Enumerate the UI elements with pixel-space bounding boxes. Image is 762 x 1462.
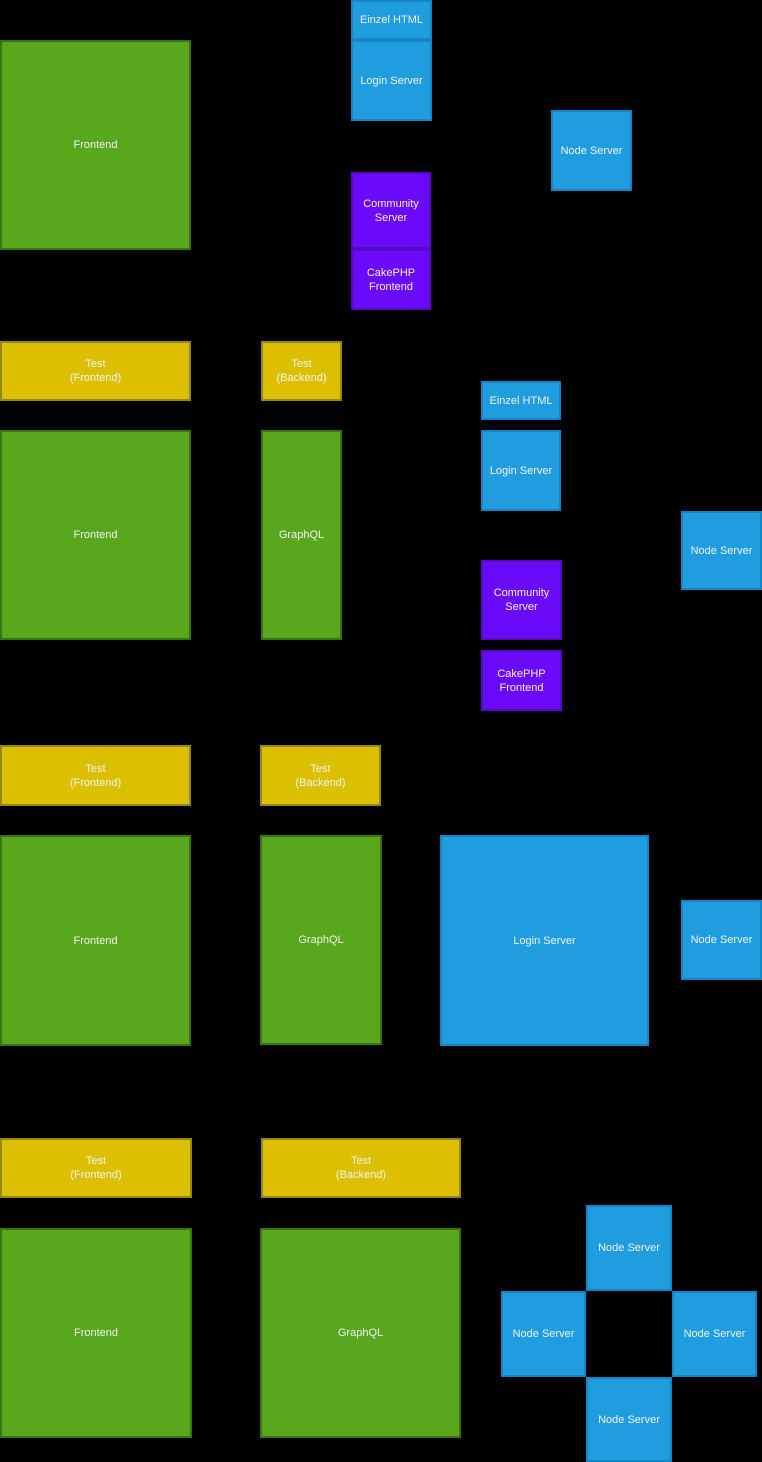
block-label: Frontend (73, 139, 118, 151)
block-node-server-4-bottom[interactable]: Node Server (586, 1377, 672, 1462)
block-label: GraphQL (337, 1327, 384, 1339)
block-test-frontend-2[interactable]: Test (Frontend) (0, 341, 191, 401)
block-frontend-1[interactable]: Frontend (0, 40, 191, 250)
block-label: Community Server (363, 197, 419, 224)
block-label: Node Server (690, 544, 753, 557)
block-node-server-1[interactable]: Node Server (551, 110, 632, 191)
block-graphql-3[interactable]: GraphQL (260, 835, 382, 1045)
block-label: Einzel HTML (489, 394, 553, 407)
block-label: GraphQL (298, 934, 344, 946)
block-test-frontend-3[interactable]: Test (Frontend) (0, 745, 191, 806)
block-label: CakePHP Frontend (497, 667, 546, 694)
block-label: GraphQL (278, 529, 325, 541)
block-label: Frontend (73, 529, 118, 541)
block-label: Test (Frontend) (69, 358, 122, 384)
block-frontend-3[interactable]: Frontend (0, 835, 191, 1046)
block-node-server-4-right[interactable]: Node Server (672, 1291, 757, 1377)
block-node-server-2[interactable]: Node Server (681, 511, 762, 590)
block-label: Login Server (513, 934, 576, 947)
block-test-backend-4[interactable]: Test (Backend) (261, 1138, 461, 1198)
block-label: Test (Frontend) (70, 1155, 122, 1181)
block-label: Node Server (598, 1413, 660, 1426)
block-label: Community Server (493, 587, 550, 613)
block-node-server-3[interactable]: Node Server (681, 900, 762, 980)
block-login-server-1[interactable]: Login Server (351, 40, 432, 121)
block-node-server-4-left[interactable]: Node Server (501, 1291, 586, 1377)
block-label: Einzel HTML (360, 14, 423, 26)
block-label: Test (Frontend) (69, 762, 122, 789)
block-cakephp-frontend-2[interactable]: CakePHP Frontend (481, 650, 562, 711)
block-cakephp-frontend-1[interactable]: CakePHP Frontend (351, 249, 431, 310)
block-community-server-1[interactable]: Community Server (351, 172, 431, 249)
block-label: Test (Backend) (335, 1155, 387, 1181)
block-label: Test (Backend) (295, 762, 346, 789)
block-label: CakePHP Frontend (366, 266, 416, 293)
block-label: Node Server (560, 144, 623, 157)
block-label: Node Server (598, 1242, 660, 1254)
block-login-server-3[interactable]: Login Server (440, 835, 649, 1046)
block-graphql-2[interactable]: GraphQL (261, 430, 342, 640)
block-test-backend-3[interactable]: Test (Backend) (260, 745, 381, 806)
block-label: Node Server (512, 1328, 575, 1340)
block-label: Frontend (73, 1327, 119, 1339)
block-graphql-4[interactable]: GraphQL (260, 1228, 461, 1438)
block-login-server-2[interactable]: Login Server (481, 430, 561, 511)
block-einzel-html-2[interactable]: Einzel HTML (481, 381, 561, 420)
block-community-server-2[interactable]: Community Server (481, 560, 562, 640)
block-label: Test (Backend) (276, 358, 327, 384)
block-label: Login Server (360, 74, 423, 87)
block-label: Frontend (73, 934, 118, 947)
block-label: Node Server (683, 1328, 746, 1340)
block-node-server-4-top[interactable]: Node Server (586, 1205, 672, 1291)
block-einzel-html-1[interactable]: Einzel HTML (351, 0, 432, 40)
block-frontend-4[interactable]: Frontend (0, 1228, 192, 1438)
block-test-backend-2[interactable]: Test (Backend) (261, 341, 342, 401)
block-test-frontend-4[interactable]: Test (Frontend) (0, 1138, 192, 1198)
block-label: Login Server (489, 464, 553, 477)
block-frontend-2[interactable]: Frontend (0, 430, 191, 640)
block-label: Node Server (690, 934, 753, 946)
